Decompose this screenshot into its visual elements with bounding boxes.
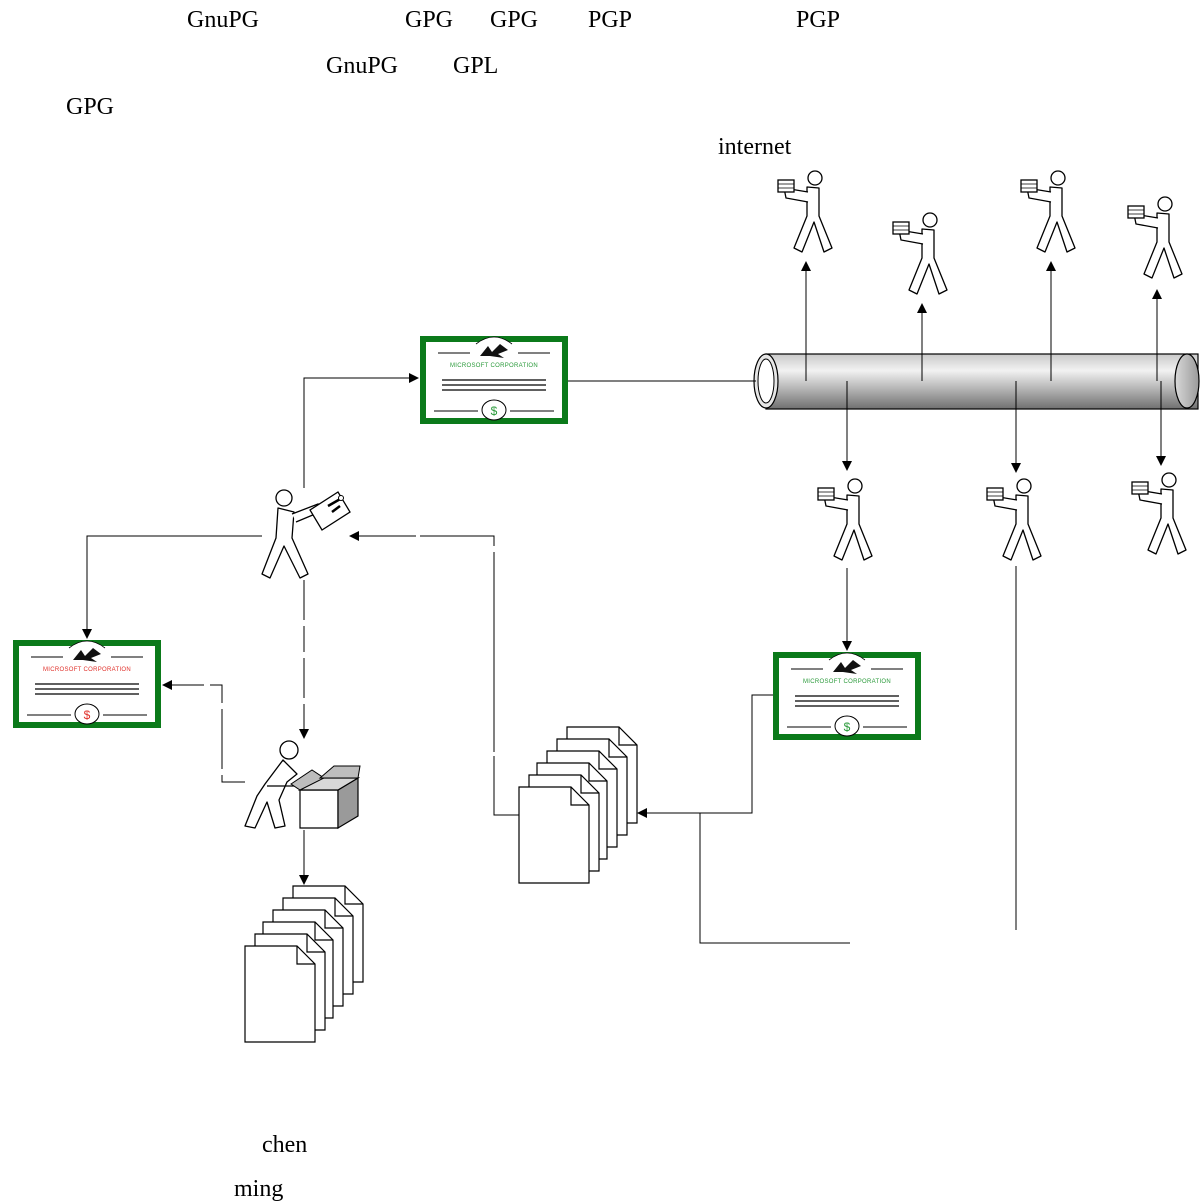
header-pgp-1: PGP — [588, 7, 633, 33]
svg-text:$: $ — [84, 708, 91, 722]
header-gnupg-1: GnuPG — [187, 7, 260, 33]
header-gnupg-2: GnuPG — [326, 53, 399, 79]
pipe-down-connectors — [842, 381, 1166, 473]
internet-label: internet — [718, 134, 792, 160]
header-gpg-3: GPG — [66, 94, 115, 120]
recipient-person-icon-top-3 — [1020, 170, 1076, 253]
pipe-up-connectors — [801, 261, 1162, 381]
recipient-person-icon-bottom-3 — [1131, 472, 1187, 555]
certificate-icon-published: MICROSOFT CORPORATION $ — [419, 335, 569, 425]
svg-text:MICROSOFT CORPORATION: MICROSOFT CORPORATION — [43, 667, 131, 673]
packer-to-private-cert-arrow — [162, 680, 245, 783]
header-pgp-2: PGP — [796, 7, 841, 33]
sender-person-icon — [261, 489, 351, 579]
svg-text:MICROSOFT CORPORATION: MICROSOFT CORPORATION — [803, 679, 891, 685]
sender-to-private-cert-arrow — [82, 535, 262, 639]
footer-name-chen: chen — [262, 1132, 308, 1158]
internet-pipe — [753, 353, 1200, 410]
certificate-icon-private: MICROSOFT CORPORATION $ — [12, 639, 162, 729]
footer-name-ming: ming — [234, 1176, 284, 1202]
recipient-person-icon-top-1 — [777, 170, 833, 253]
bottom-bracket-line — [699, 813, 850, 944]
recipient-person-icon-bottom-2 — [986, 478, 1042, 561]
certificate-icon-recipient: MICROSOFT CORPORATION $ — [772, 651, 922, 741]
packing-person-icon — [244, 740, 299, 829]
header-gpg-1: GPG — [405, 7, 454, 33]
box-icon — [290, 765, 361, 830]
svg-text:MICROSOFT CORPORATION: MICROSOFT CORPORATION — [450, 363, 538, 369]
cert-to-documents-arrow — [637, 694, 773, 818]
header-gpl: GPL — [453, 53, 499, 79]
document-stack-icon-left — [245, 886, 363, 1042]
recipient-person-icon-bottom-1 — [817, 478, 873, 561]
svg-text:$: $ — [844, 720, 851, 734]
svg-text:$: $ — [491, 404, 498, 418]
document-stack-icon-middle — [519, 727, 637, 883]
sender-to-published-cert-arrow — [303, 373, 419, 488]
recipient-person-icon-top-2 — [892, 212, 948, 295]
recipient-person-icon-top-4 — [1127, 196, 1183, 279]
documents-to-sender-arrow — [349, 531, 519, 816]
header-gpg-2: GPG — [490, 7, 539, 33]
